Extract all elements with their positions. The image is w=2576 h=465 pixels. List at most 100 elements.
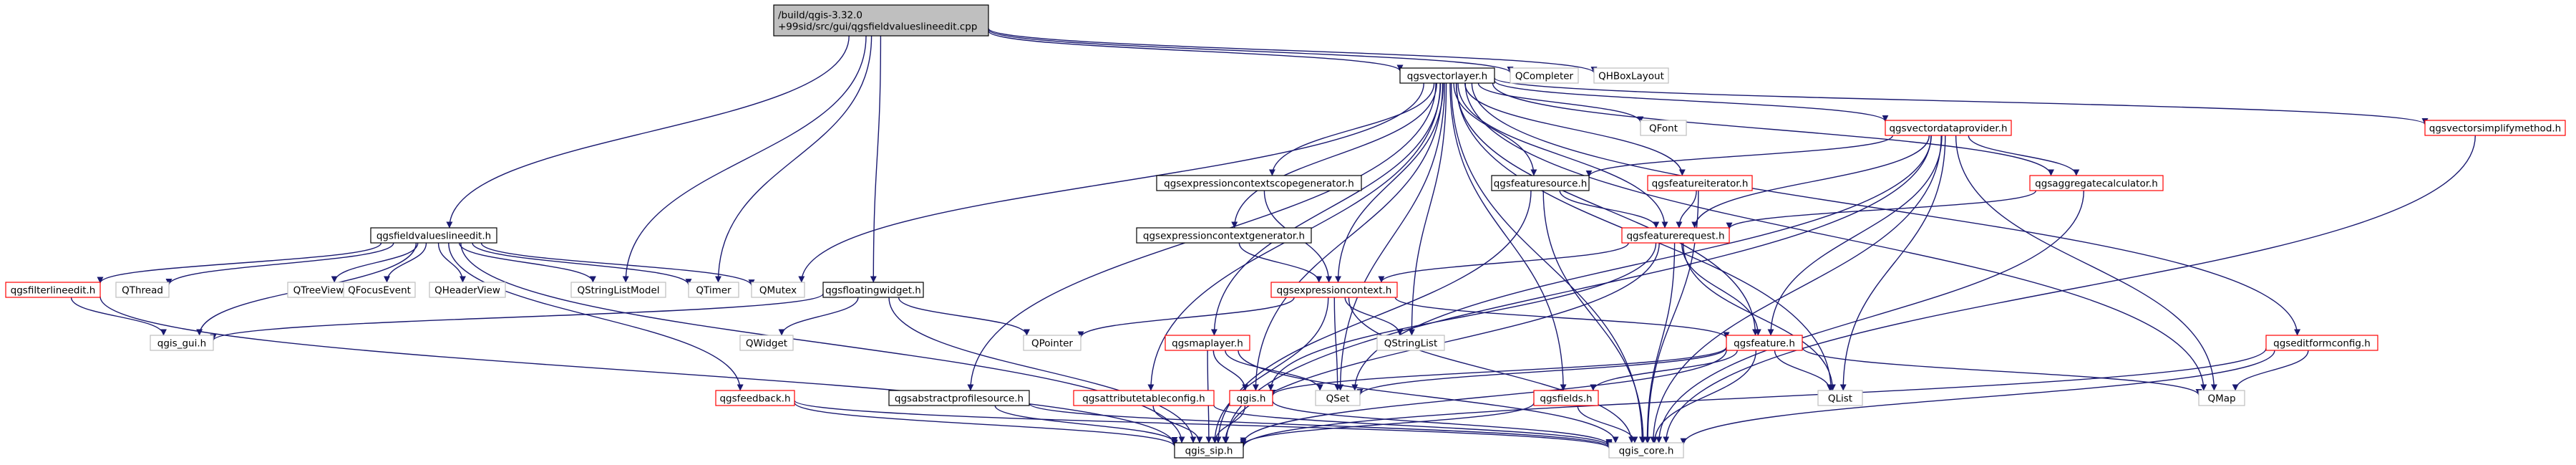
edge-qgsfields-to-qgis_core bbox=[1577, 405, 1638, 444]
edge-qgsfeatureiterator-to-qgsfeaturerequest bbox=[1676, 190, 1697, 229]
node-qgsexpressioncontextscopegenerator[interactable]: qgsexpressioncontextscopegenerator.h bbox=[1156, 175, 1362, 191]
node-qgsexpressioncontext[interactable]: qgsexpressioncontext.h bbox=[1270, 282, 1398, 298]
edge-qgsvectorlayer-to-qgsmaplayer bbox=[1210, 82, 1442, 336]
node-root[interactable]: /build/qgis-3.32.0+99sid/src/gui/qgsfiel… bbox=[773, 4, 989, 37]
node-qgsvectordataprovider[interactable]: qgsvectordataprovider.h bbox=[1885, 120, 2012, 136]
node-box bbox=[751, 282, 805, 298]
node-box bbox=[2029, 175, 2164, 191]
node-qset[interactable]: QSet bbox=[1315, 390, 1361, 406]
node-box bbox=[1136, 227, 1312, 244]
node-box bbox=[1174, 442, 1244, 459]
node-qgsfilterlineedit[interactable]: qgsfilterlineedit.h bbox=[5, 282, 101, 298]
node-box bbox=[115, 282, 170, 298]
node-label: qgsattributetableconfig.h bbox=[1082, 393, 1205, 405]
node-qgsexpressioncontextgenerator[interactable]: qgsexpressioncontextgenerator.h bbox=[1136, 227, 1312, 244]
edge-qgsvectorlayer-to-qgis bbox=[1252, 82, 1444, 391]
node-qgsfeaturesource[interactable]: qgsfeaturesource.h bbox=[1491, 175, 1590, 191]
edge-qgsabstractprofilesource-to-qgis_sip bbox=[994, 405, 1178, 444]
node-label: QSet bbox=[1326, 393, 1350, 405]
edge-qgsvectorlayer-to-qgsvectordataprovider bbox=[1494, 80, 1889, 122]
node-qgsfloatingwidget[interactable]: qgsfloatingwidget.h bbox=[822, 282, 924, 298]
node-qhboxlayout[interactable]: QHBoxLayout bbox=[1593, 67, 1669, 84]
node-qpointer[interactable]: QPointer bbox=[1023, 335, 1082, 351]
node-qstringlist[interactable]: QStringList bbox=[1376, 335, 1445, 351]
node-label: qgis_core.h bbox=[1619, 446, 1674, 457]
node-qmap[interactable]: QMap bbox=[2198, 390, 2245, 406]
node-qgsvectorsimplifymethod[interactable]: qgsvectorsimplifymethod.h bbox=[2424, 120, 2566, 136]
node-qgsfeatureiterator[interactable]: qgsfeatureiterator.h bbox=[1647, 175, 1753, 191]
node-qgsmaplayer[interactable]: qgsmaplayer.h bbox=[1165, 335, 1250, 351]
edge-qgsfieldvalueslineedit-to-qtreeview bbox=[331, 242, 419, 283]
node-box bbox=[1165, 335, 1250, 351]
node-qgsaggregatecalculator[interactable]: qgsaggregatecalculator.h bbox=[2029, 175, 2164, 191]
node-box bbox=[2265, 335, 2378, 351]
node-qgseditformconfig[interactable]: qgseditformconfig.h bbox=[2265, 335, 2378, 351]
edge-root-to-qtimer bbox=[715, 35, 873, 283]
edge-qgsaggregatecalculator-to-qgsfeaturerequest bbox=[1726, 190, 2037, 229]
node-qgis_gui[interactable]: qgis_gui.h bbox=[150, 335, 214, 351]
edge-qgsattributetableconfig-to-qgis_core bbox=[1213, 405, 1613, 447]
edge-qgsfieldvalueslineedit-to-qmutex bbox=[480, 242, 755, 287]
node-qtimer[interactable]: QTimer bbox=[688, 282, 739, 298]
node-qcompleter[interactable]: QCompleter bbox=[1510, 67, 1579, 84]
node-label: QTreeView bbox=[293, 285, 344, 297]
edge-qgsfieldvalueslineedit-to-qtimer bbox=[472, 242, 692, 286]
edge-qgsfeaturerequest-to-qgis bbox=[1267, 242, 1657, 391]
node-label: QMutex bbox=[759, 285, 797, 297]
edge-qgsvectorlayer-to-qgsaggregatecalculator bbox=[1492, 82, 2054, 176]
edge-qgsvectorlayer-to-qgsfeatureiterator bbox=[1464, 82, 1686, 176]
edge-qgsvectorlayer-to-qstringlist bbox=[1408, 82, 1447, 336]
node-label: QPointer bbox=[1031, 338, 1073, 350]
node-box bbox=[370, 227, 497, 244]
node-qmutex[interactable]: QMutex bbox=[751, 282, 805, 298]
node-label: qgsvectorsimplifymethod.h bbox=[2429, 123, 2562, 135]
edge-qgsfeaturerequest-to-qgsexpressioncontext bbox=[1378, 242, 1629, 283]
node-label: qgsfeature.h bbox=[1734, 338, 1795, 350]
node-qfont[interactable]: QFont bbox=[1640, 120, 1687, 136]
node-label: qgsfieldvalueslineedit.h bbox=[376, 231, 491, 242]
node-qgsfieldvalueslineedit[interactable]: qgsfieldvalueslineedit.h bbox=[370, 227, 497, 244]
nodes-layer: /build/qgis-3.32.0+99sid/src/gui/qgsfiel… bbox=[5, 4, 2566, 459]
node-label: qgis_sip.h bbox=[1185, 446, 1233, 457]
node-qgsabstractprofilesource[interactable]: qgsabstractprofilesource.h bbox=[888, 390, 1030, 406]
node-qgsfeaturerequest[interactable]: qgsfeaturerequest.h bbox=[1621, 227, 1730, 244]
node-qgsfeedback[interactable]: qgsfeedback.h bbox=[715, 390, 795, 406]
node-box bbox=[715, 390, 795, 406]
node-qgis_sip[interactable]: qgis_sip.h bbox=[1174, 442, 1244, 459]
node-label: qgsfeaturesource.h bbox=[1494, 178, 1588, 190]
node-qgis[interactable]: qgis.h bbox=[1229, 390, 1273, 406]
edge-qgsfieldvalueslineedit-to-qheaderview bbox=[437, 242, 466, 283]
node-box bbox=[688, 282, 739, 298]
node-qgsfields[interactable]: qgsfields.h bbox=[1533, 390, 1599, 406]
edge-root-to-qgsvectorlayer bbox=[988, 30, 1404, 72]
edge-qgsvectorlayer-to-qmutex bbox=[798, 82, 1424, 283]
node-label: qgsfeatureiterator.h bbox=[1652, 178, 1749, 190]
node-box bbox=[5, 282, 101, 298]
node-qheaderview[interactable]: QHeaderView bbox=[429, 282, 506, 298]
node-qfocusevent[interactable]: QFocusEvent bbox=[343, 282, 416, 298]
node-qgsvectorlayer[interactable]: qgsvectorlayer.h bbox=[1399, 67, 1495, 84]
node-qgsfeature[interactable]: qgsfeature.h bbox=[1726, 335, 1803, 351]
node-qtreeview[interactable]: QTreeView bbox=[287, 282, 350, 298]
node-label: qgsexpressioncontext.h bbox=[1277, 285, 1392, 297]
edge-qgsexpressioncontext-to-qgis_core bbox=[1348, 297, 1635, 444]
node-qstringlistmodel[interactable]: QStringListModel bbox=[570, 282, 666, 298]
node-box bbox=[1073, 390, 1215, 406]
node-qwidget[interactable]: QWidget bbox=[739, 335, 794, 351]
edge-root-to-qstringlistmodel bbox=[622, 35, 867, 283]
edge-qgsfloatingwidget-to-qwidget bbox=[778, 297, 859, 336]
edge-qgsvectorlayer-to-qgsexpressioncontext bbox=[1335, 82, 1444, 283]
node-label: qgsfilterlineedit.h bbox=[11, 285, 96, 297]
node-qgsattributetableconfig[interactable]: qgsattributetableconfig.h bbox=[1073, 390, 1215, 406]
edge-qgseditformconfig-to-qgis_sip bbox=[1240, 347, 2267, 448]
node-box bbox=[1510, 67, 1579, 84]
node-box bbox=[1533, 390, 1599, 406]
node-qlist[interactable]: QList bbox=[1817, 390, 1863, 406]
edge-qgsvectorlayer-to-qgsfeaturerequest bbox=[1457, 82, 1668, 229]
node-qgis_core[interactable]: qgis_core.h bbox=[1608, 442, 1684, 459]
node-label: QCompleter bbox=[1515, 71, 1574, 82]
edge-qgsvectordataprovider-to-qlist bbox=[1839, 135, 1946, 391]
node-box bbox=[1156, 175, 1362, 191]
edge-qgsfloatingwidget-to-qpointer bbox=[898, 297, 1030, 336]
node-qthread[interactable]: QThread bbox=[115, 282, 170, 298]
